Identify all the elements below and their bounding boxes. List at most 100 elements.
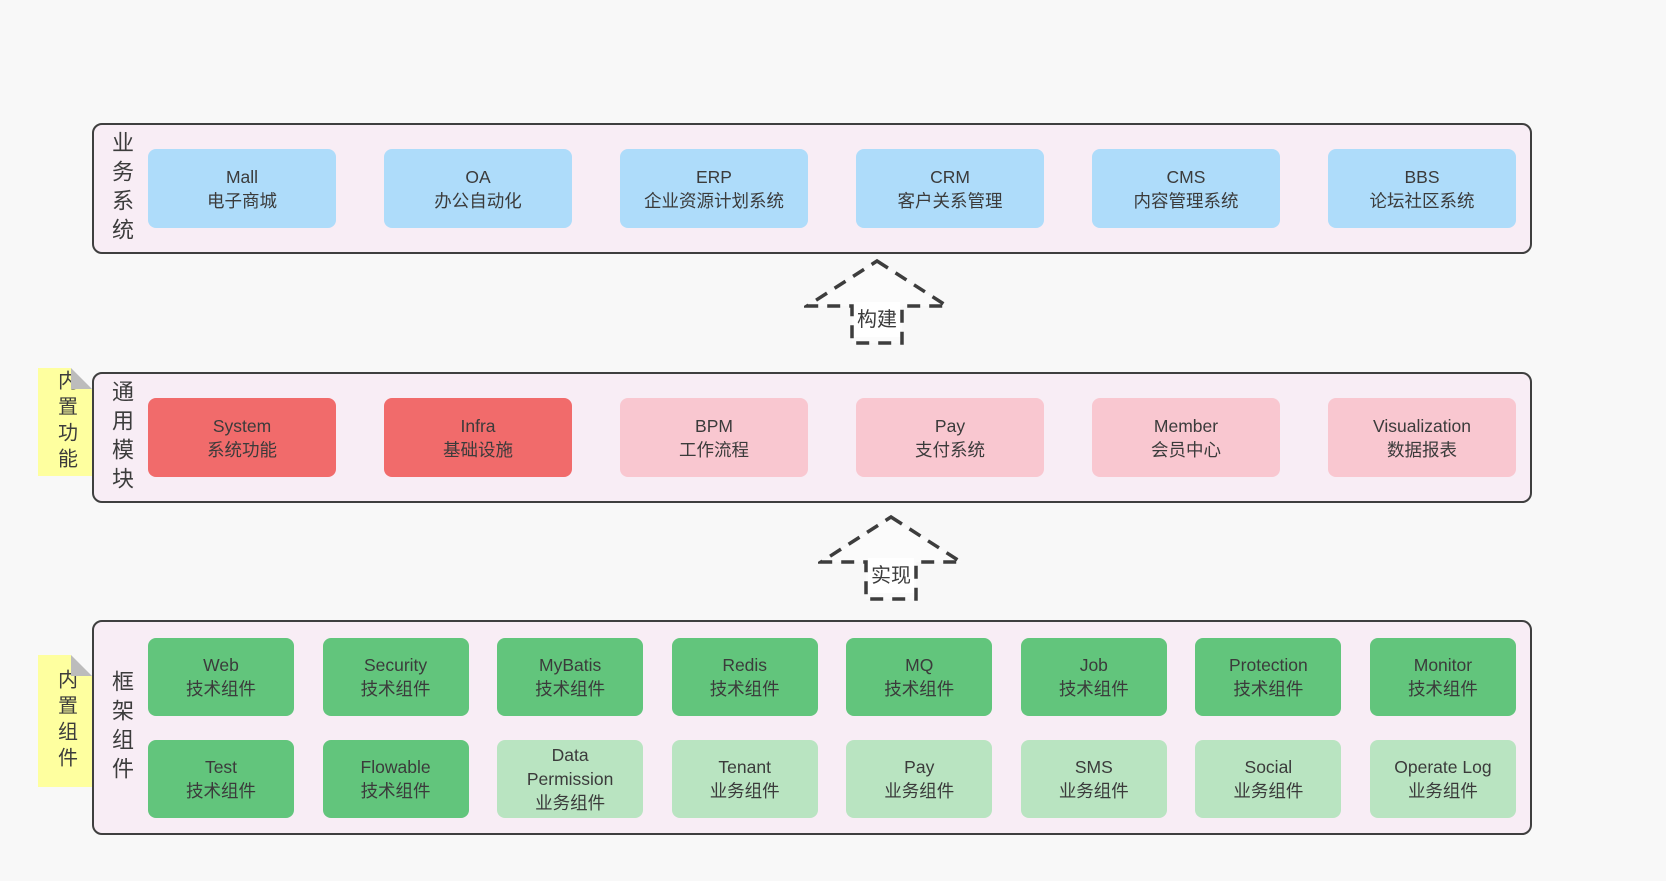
business-row: Mall 电子商城 OA 办公自动化 ERP 企业资源计划系统 CRM 客户关系…: [148, 149, 1516, 228]
box-pay: Pay 支付系统: [856, 398, 1044, 477]
box-title: Member: [1153, 415, 1219, 436]
box-mall: Mall 电子商城: [148, 149, 336, 228]
box-flowable: Flowable 技术组件: [322, 739, 469, 818]
box-title: Operate Log: [1394, 756, 1492, 777]
box-title: CMS: [1166, 166, 1206, 187]
business-row-area: Mall 电子商城 OA 办公自动化 ERP 企业资源计划系统 CRM 客户关系…: [148, 125, 1516, 252]
components-row-1: Web 技术组件 Security 技术组件 MyBatis 技术组件 Redi…: [148, 637, 1516, 716]
box-subtitle: 系统功能: [207, 439, 277, 460]
box-title: Redis: [722, 654, 768, 675]
modules-row: System 系统功能 Infra 基础设施 BPM 工作流程 Pay 支付系统…: [148, 398, 1516, 477]
box-title: Job: [1079, 654, 1108, 675]
box-pay-biz: Pay 业务组件: [846, 739, 993, 818]
box-title: Security: [363, 654, 428, 675]
box-subtitle: 业务组件: [1058, 780, 1129, 801]
box-subtitle: 技术组件: [360, 780, 431, 801]
box-operate-log: Operate Log 业务组件: [1369, 739, 1516, 818]
box-title: Social: [1244, 756, 1293, 777]
box-subtitle: 技术组件: [1233, 678, 1304, 699]
box-title: Tenant: [718, 756, 771, 777]
box-web: Web 技术组件: [148, 637, 294, 716]
box-bbs: BBS 论坛社区系统: [1328, 149, 1516, 228]
box-title: SMS: [1074, 756, 1113, 777]
box-subtitle: 技术组件: [360, 678, 431, 699]
arrow-implement-label: 实现: [868, 558, 914, 593]
box-title: MyBatis: [539, 654, 602, 675]
box-subtitle: 内容管理系统: [1133, 190, 1239, 211]
box-security: Security 技术组件: [322, 637, 469, 716]
arrow-build-label: 构建: [854, 302, 900, 337]
box-subtitle: 业务组件: [535, 792, 606, 813]
box-title: BPM: [695, 415, 733, 436]
box-title: Web: [203, 654, 239, 675]
box-title: Pay: [934, 415, 966, 436]
box-title: CRM: [930, 166, 970, 187]
box-subtitle: 会员中心: [1151, 439, 1221, 460]
box-subtitle: 技术组件: [535, 678, 606, 699]
box-infra: Infra 基础设施: [384, 398, 572, 477]
box-subtitle: 技术组件: [186, 678, 256, 699]
box-mybatis: MyBatis 技术组件: [497, 637, 644, 716]
box-title: Flowable: [360, 756, 431, 777]
box-redis: Redis 技术组件: [671, 637, 818, 716]
box-social: Social 业务组件: [1195, 739, 1342, 818]
sticky-note-built-in-functions: 内置功能: [38, 368, 92, 476]
components-row-2: Test 技术组件 Flowable 技术组件 Data Permission …: [148, 739, 1516, 818]
box-title: MQ: [905, 654, 934, 675]
arrow-build: 构建: [804, 258, 950, 346]
box-subtitle: 电子商城: [207, 190, 277, 211]
box-subtitle: 数据报表: [1387, 439, 1457, 460]
box-subtitle: 业务组件: [1407, 780, 1478, 801]
box-subtitle: 技术组件: [1407, 678, 1478, 699]
layer-common-modules: 通用模块 System 系统功能 Infra 基础设施 BPM 工作流程 Pay…: [92, 372, 1532, 503]
box-subtitle: 技术组件: [884, 678, 955, 699]
box-data-permission: Data Permission 业务组件: [497, 739, 644, 818]
box-cms: CMS 内容管理系统: [1092, 149, 1280, 228]
box-protection: Protection 技术组件: [1195, 637, 1342, 716]
box-subtitle: 技术组件: [709, 678, 780, 699]
box-subtitle: 业务组件: [1233, 780, 1304, 801]
box-subtitle: 技术组件: [186, 780, 256, 801]
box-subtitle: 企业资源计划系统: [644, 190, 784, 211]
sticky-note-text: 内置组件: [54, 669, 77, 773]
box-member: Member 会员中心: [1092, 398, 1280, 477]
box-oa: OA 办公自动化: [384, 149, 572, 228]
box-title: BBS: [1404, 166, 1440, 187]
folded-corner-icon: [71, 655, 92, 676]
box-title: Infra: [460, 415, 496, 436]
box-subtitle: 客户关系管理: [897, 190, 1003, 211]
layer-modules-label: 通用模块: [109, 379, 134, 496]
box-title: Pay: [904, 756, 935, 777]
components-row-area: Web 技术组件 Security 技术组件 MyBatis 技术组件 Redi…: [148, 622, 1516, 833]
box-subtitle: 业务组件: [709, 780, 780, 801]
box-job: Job 技术组件: [1020, 637, 1167, 716]
box-subtitle: 技术组件: [1058, 678, 1129, 699]
box-title: Visualization: [1373, 415, 1471, 436]
box-subtitle: 基础设施: [443, 439, 513, 460]
modules-row-area: System 系统功能 Infra 基础设施 BPM 工作流程 Pay 支付系统…: [148, 374, 1516, 501]
layer-business-systems: 业务系统 Mall 电子商城 OA 办公自动化 ERP 企业资源计划系统 CRM…: [92, 123, 1532, 254]
box-title: Test: [204, 756, 238, 777]
box-mq: MQ 技术组件: [846, 637, 993, 716]
sticky-note-built-in-components: 内置组件: [38, 655, 92, 787]
box-title: Data Permission: [526, 744, 614, 789]
box-subtitle: 论坛社区系统: [1369, 190, 1475, 211]
box-crm: CRM 客户关系管理: [856, 149, 1044, 228]
box-title: System: [212, 415, 272, 436]
box-monitor: Monitor 技术组件: [1369, 637, 1516, 716]
box-title: Monitor: [1413, 654, 1473, 675]
box-subtitle: 业务组件: [884, 780, 955, 801]
box-tenant: Tenant 业务组件: [671, 739, 818, 818]
box-subtitle: 办公自动化: [434, 190, 522, 211]
box-test: Test 技术组件: [148, 739, 294, 818]
box-erp: ERP 企业资源计划系统: [620, 149, 808, 228]
layer-business-label: 业务系统: [109, 130, 134, 247]
sticky-note-text: 内置功能: [54, 370, 77, 474]
box-subtitle: 支付系统: [915, 439, 985, 460]
box-title: ERP: [696, 166, 732, 187]
folded-corner-icon: [71, 368, 92, 389]
box-title: Protection: [1228, 654, 1308, 675]
box-title: OA: [465, 166, 491, 187]
box-bpm: BPM 工作流程: [620, 398, 808, 477]
box-visualization: Visualization 数据报表: [1328, 398, 1516, 477]
